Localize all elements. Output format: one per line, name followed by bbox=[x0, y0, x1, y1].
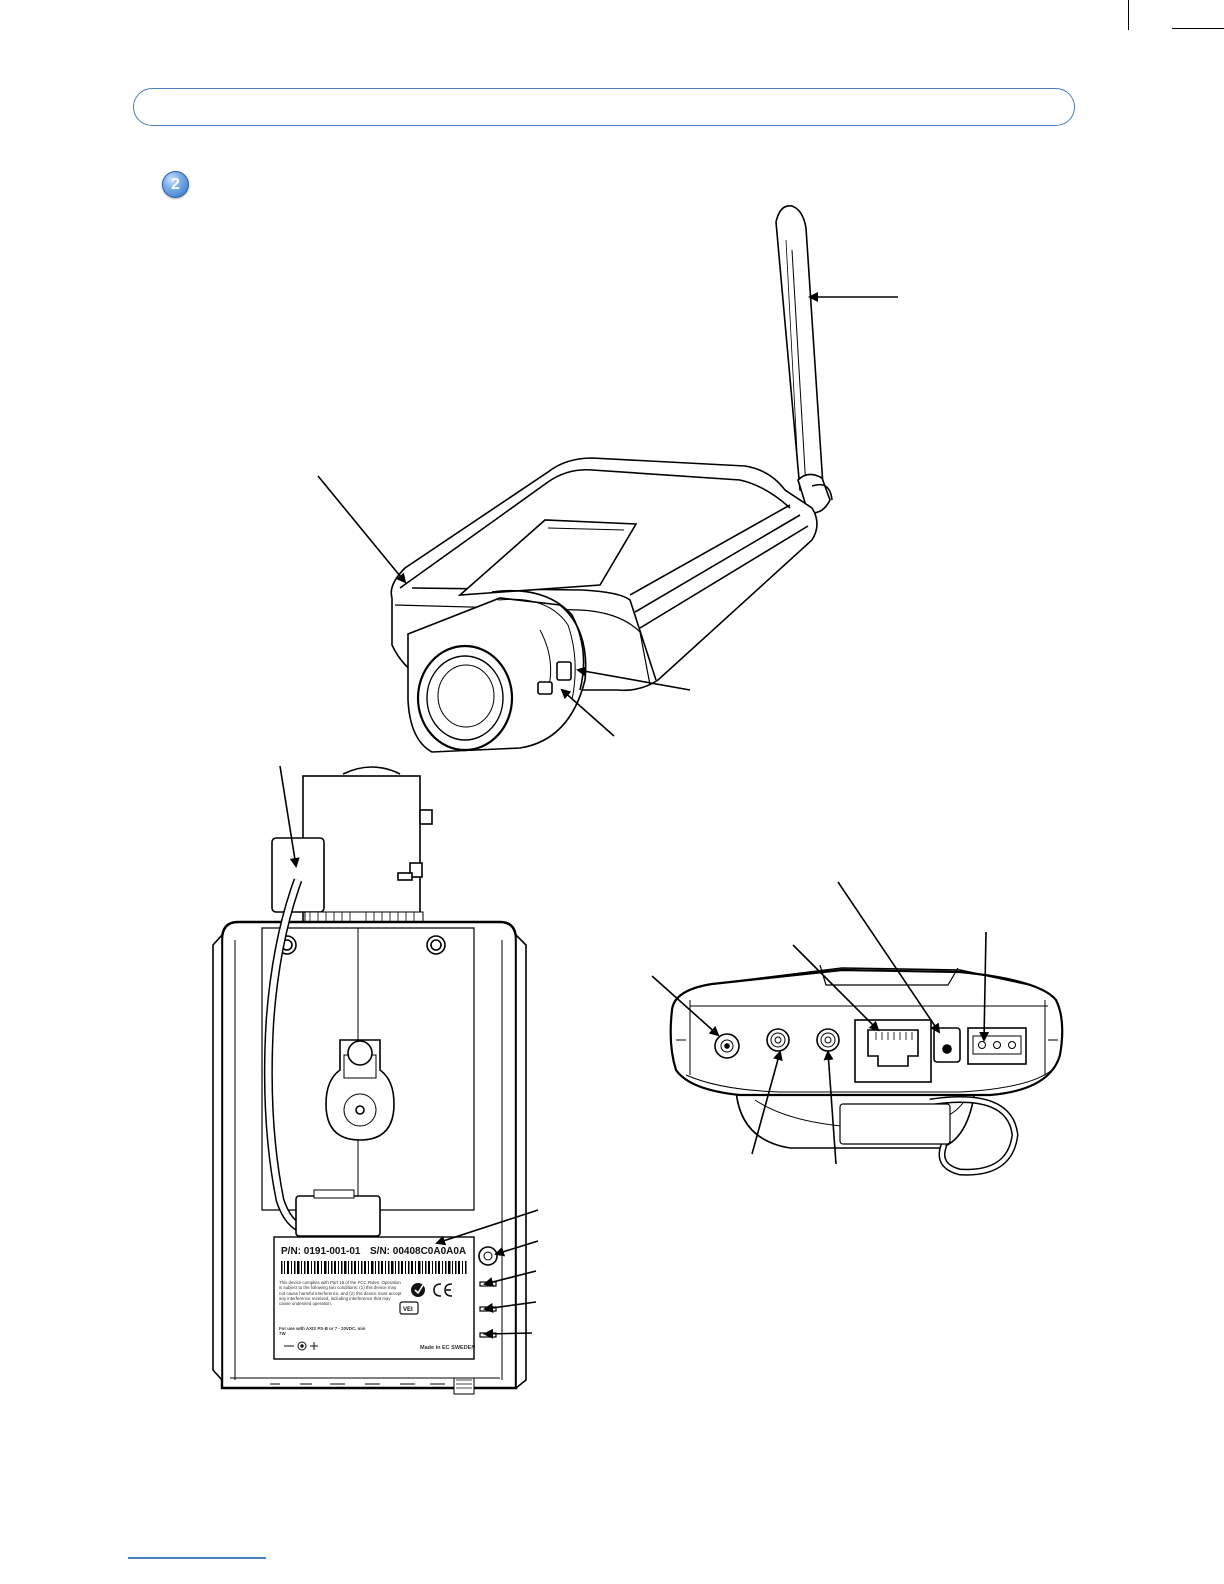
svg-text:VEI: VEI bbox=[403, 1307, 413, 1313]
barcode bbox=[281, 1261, 467, 1274]
vci-mark-icon: VEI bbox=[399, 1301, 419, 1315]
ce-mark-icon bbox=[433, 1283, 453, 1297]
focus-puller-callout-arrow bbox=[576, 666, 691, 691]
step-2-badge-icon: 2 bbox=[162, 171, 189, 198]
control-button-callout-arrow bbox=[494, 1240, 539, 1257]
compliance-text: This device complies with Part 15 of the… bbox=[279, 1280, 402, 1307]
audio-out-callout-arrow bbox=[823, 1050, 837, 1165]
io-terminal-callout-arrow bbox=[979, 931, 990, 1042]
antenna bbox=[775, 205, 833, 514]
camera-front-view bbox=[390, 205, 833, 753]
footer-rule bbox=[128, 1557, 266, 1559]
zoom-puller-callout-arrow bbox=[560, 688, 615, 737]
serial-number-callout-arrow bbox=[435, 1209, 539, 1246]
camera-bottom-view bbox=[669, 964, 1064, 1176]
camera-lens bbox=[407, 589, 587, 753]
section-header-bar bbox=[133, 88, 1075, 126]
power-requirements: For use with AXIS PS-B or 7 - 20VDC, min… bbox=[279, 1326, 366, 1337]
status-led-callout-arrow bbox=[483, 1270, 537, 1287]
c-tick-icon bbox=[411, 1283, 425, 1297]
power-led-callout-arrow bbox=[483, 1328, 533, 1339]
network-connector-callout-arrow bbox=[792, 944, 880, 1032]
crop-mark-right bbox=[1172, 28, 1224, 29]
part-number: P/N: 0191-001-01 bbox=[281, 1246, 361, 1257]
front-view-callouts bbox=[317, 292, 898, 737]
video-connector-callout-arrow bbox=[651, 975, 720, 1037]
bottom-view-callouts bbox=[651, 881, 990, 1165]
network-led-callout-arrow bbox=[483, 1301, 537, 1313]
product-label: P/N: 0191-001-01 S/N: 00408C0A0A0A bbox=[273, 1236, 475, 1360]
rear-view-callouts bbox=[279, 765, 539, 1339]
step-number: 2 bbox=[171, 176, 180, 193]
crop-mark-top bbox=[1128, 0, 1129, 30]
power-connector-callout-arrow bbox=[837, 881, 941, 1034]
status-indicator-callout-arrow bbox=[317, 475, 407, 584]
audio-in-callout-arrow bbox=[751, 1050, 783, 1155]
dc-polarity-icon bbox=[284, 1341, 318, 1351]
origin-text: Made in EC SWEDEN bbox=[420, 1345, 475, 1351]
antenna-connector-callout-arrow bbox=[279, 765, 300, 868]
serial-number: S/N: 00408C0A0A0A bbox=[370, 1246, 466, 1257]
